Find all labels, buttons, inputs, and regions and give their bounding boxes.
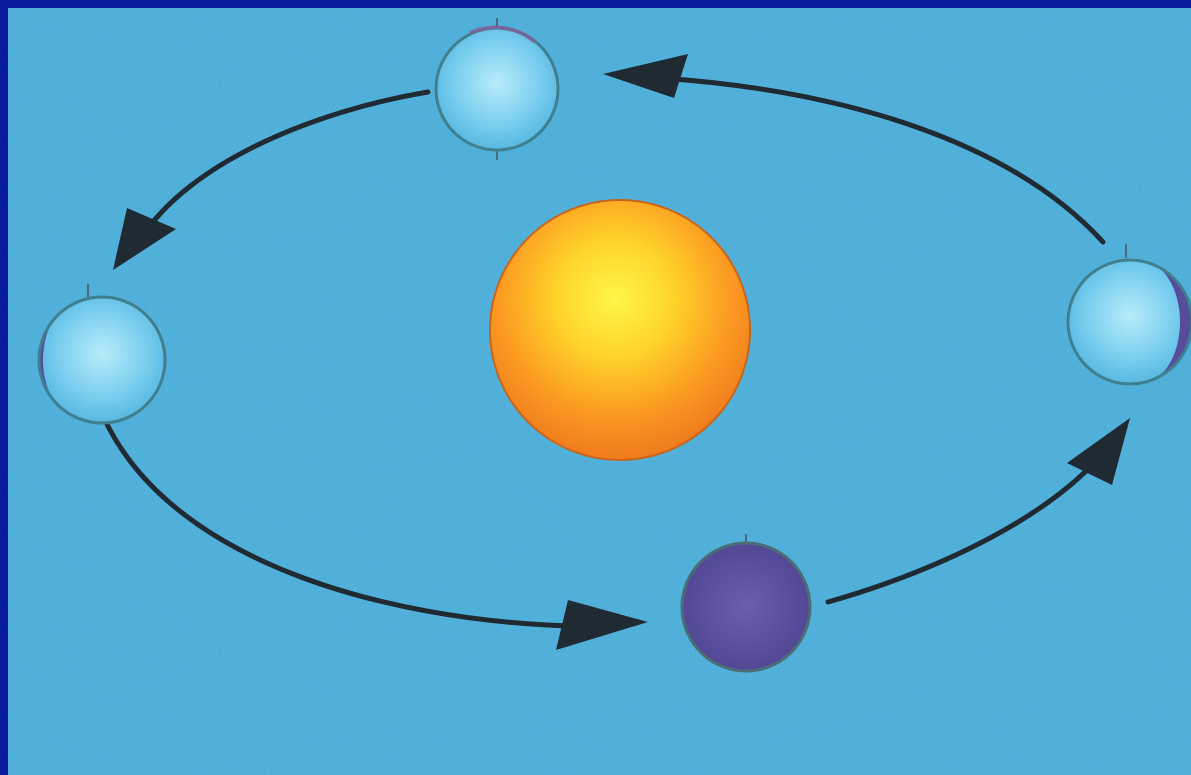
sun [490,200,750,460]
